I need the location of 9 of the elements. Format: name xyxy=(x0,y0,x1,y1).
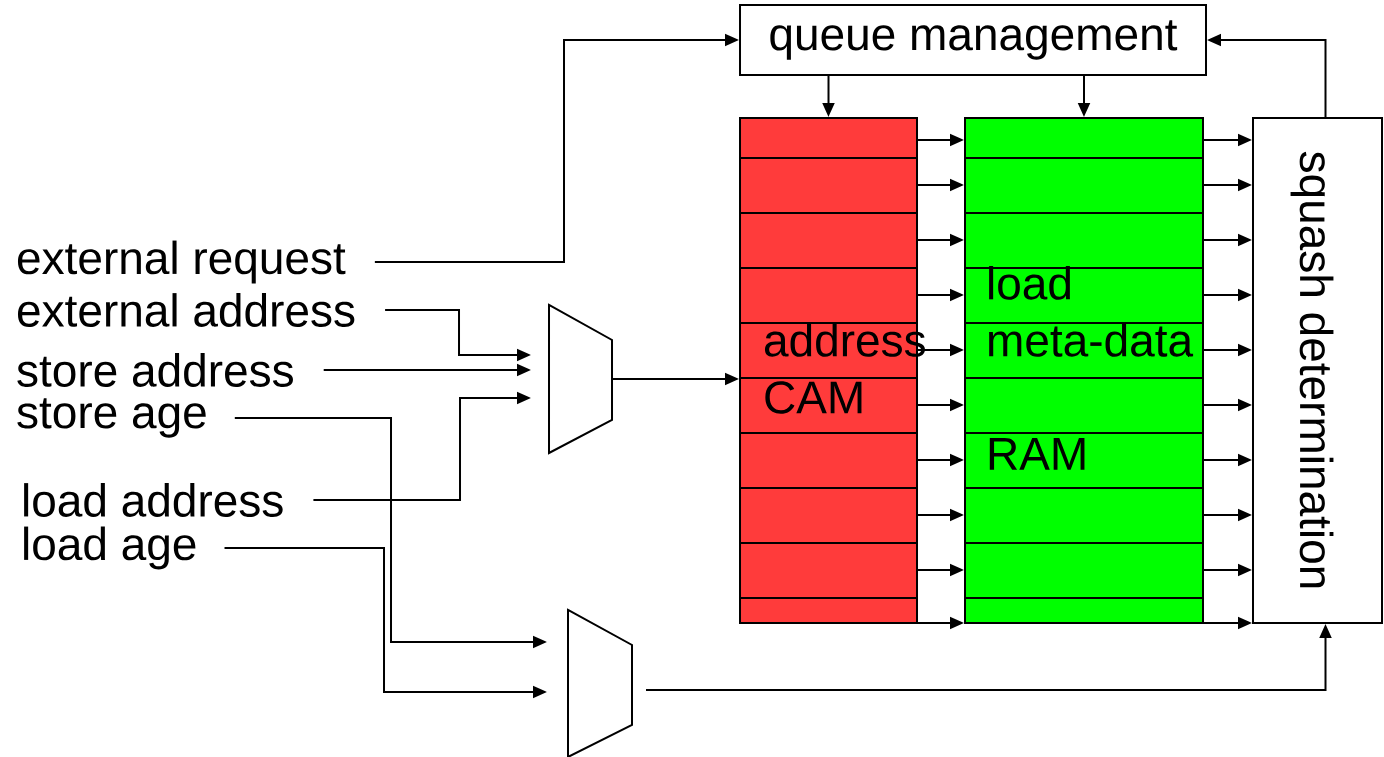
signal-label: store address xyxy=(17,353,293,387)
logic-box: squash determination xyxy=(1252,117,1383,624)
control-box: queue management xyxy=(739,4,1207,76)
signal-label: load age xyxy=(24,526,196,570)
signal-label: load address xyxy=(24,483,283,517)
signal-label: external address xyxy=(17,293,355,327)
signal-label: external request xyxy=(17,240,346,284)
signal-label: store age xyxy=(17,398,206,438)
ram-array: load meta-data RAM xyxy=(964,117,1204,624)
